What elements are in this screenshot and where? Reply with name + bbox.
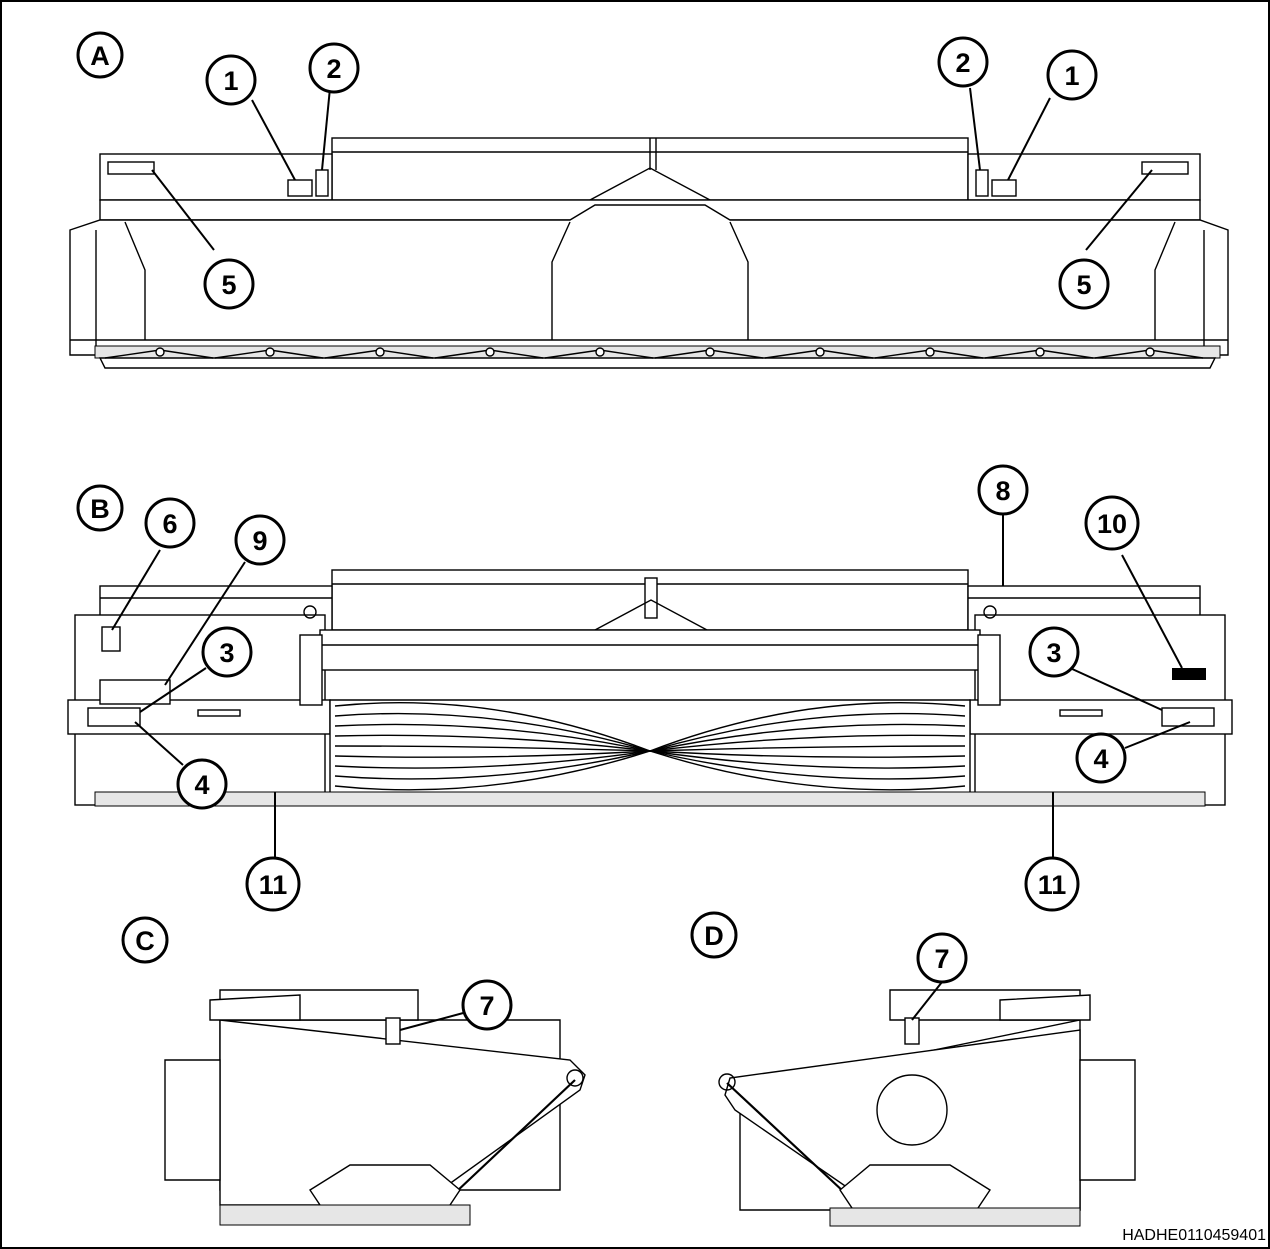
callout-a-1-right: 1 bbox=[1046, 49, 1098, 101]
callout-b-11-left: 11 bbox=[245, 856, 301, 912]
callout-b-4-right: 4 bbox=[1075, 732, 1127, 784]
reference-code: HADHE0110459401 bbox=[1122, 1227, 1266, 1244]
view-c-drawing bbox=[164, 989, 586, 1226]
svg-text:8: 8 bbox=[995, 476, 1010, 506]
callout-a-2-right: 2 bbox=[937, 36, 989, 88]
callout-b-6: 6 bbox=[144, 497, 196, 549]
view-d-drawing bbox=[718, 989, 1136, 1227]
callout-d-7: 7 bbox=[916, 932, 968, 984]
svg-text:3: 3 bbox=[219, 638, 234, 668]
callout-a-5-left: 5 bbox=[203, 258, 255, 310]
view-letter-b: B bbox=[90, 494, 110, 524]
view-letter-c: C bbox=[135, 926, 155, 956]
svg-text:4: 4 bbox=[194, 770, 209, 800]
svg-text:2: 2 bbox=[955, 48, 970, 78]
svg-text:1: 1 bbox=[1064, 61, 1079, 91]
callout-c-7: 7 bbox=[461, 979, 513, 1031]
view-letter-d: D bbox=[704, 921, 724, 951]
callout-b-3-left: 3 bbox=[201, 626, 253, 678]
svg-text:5: 5 bbox=[1076, 270, 1091, 300]
svg-text:7: 7 bbox=[479, 991, 494, 1021]
view-letter-a: A bbox=[90, 41, 110, 71]
view-label-d: D bbox=[690, 911, 738, 959]
view-label-a: A bbox=[76, 31, 124, 79]
svg-text:3: 3 bbox=[1046, 638, 1061, 668]
svg-text:9: 9 bbox=[252, 526, 267, 556]
callout-b-8: 8 bbox=[977, 464, 1029, 516]
svg-text:6: 6 bbox=[162, 509, 177, 539]
callout-a-5-right: 5 bbox=[1058, 258, 1110, 310]
view-b-drawing bbox=[67, 569, 1233, 807]
callout-a-2-left: 2 bbox=[308, 42, 360, 94]
svg-text:11: 11 bbox=[1038, 870, 1067, 900]
callout-b-10: 10 bbox=[1084, 495, 1140, 551]
callout-b-11-right: 11 bbox=[1024, 856, 1080, 912]
svg-text:1: 1 bbox=[223, 66, 238, 96]
view-label-b: B bbox=[76, 484, 124, 532]
svg-text:4: 4 bbox=[1093, 744, 1108, 774]
svg-text:10: 10 bbox=[1097, 509, 1127, 539]
callout-b-3-right: 3 bbox=[1028, 626, 1080, 678]
callout-b-9: 9 bbox=[234, 514, 286, 566]
svg-text:11: 11 bbox=[259, 870, 288, 900]
svg-text:2: 2 bbox=[326, 54, 341, 84]
svg-text:7: 7 bbox=[934, 944, 949, 974]
svg-text:5: 5 bbox=[221, 270, 236, 300]
view-a-drawing bbox=[69, 137, 1229, 369]
view-label-c: C bbox=[121, 916, 169, 964]
callout-b-4-left: 4 bbox=[176, 758, 228, 810]
leader-lines bbox=[111, 87, 1191, 1031]
callout-a-1-left: 1 bbox=[205, 54, 257, 106]
